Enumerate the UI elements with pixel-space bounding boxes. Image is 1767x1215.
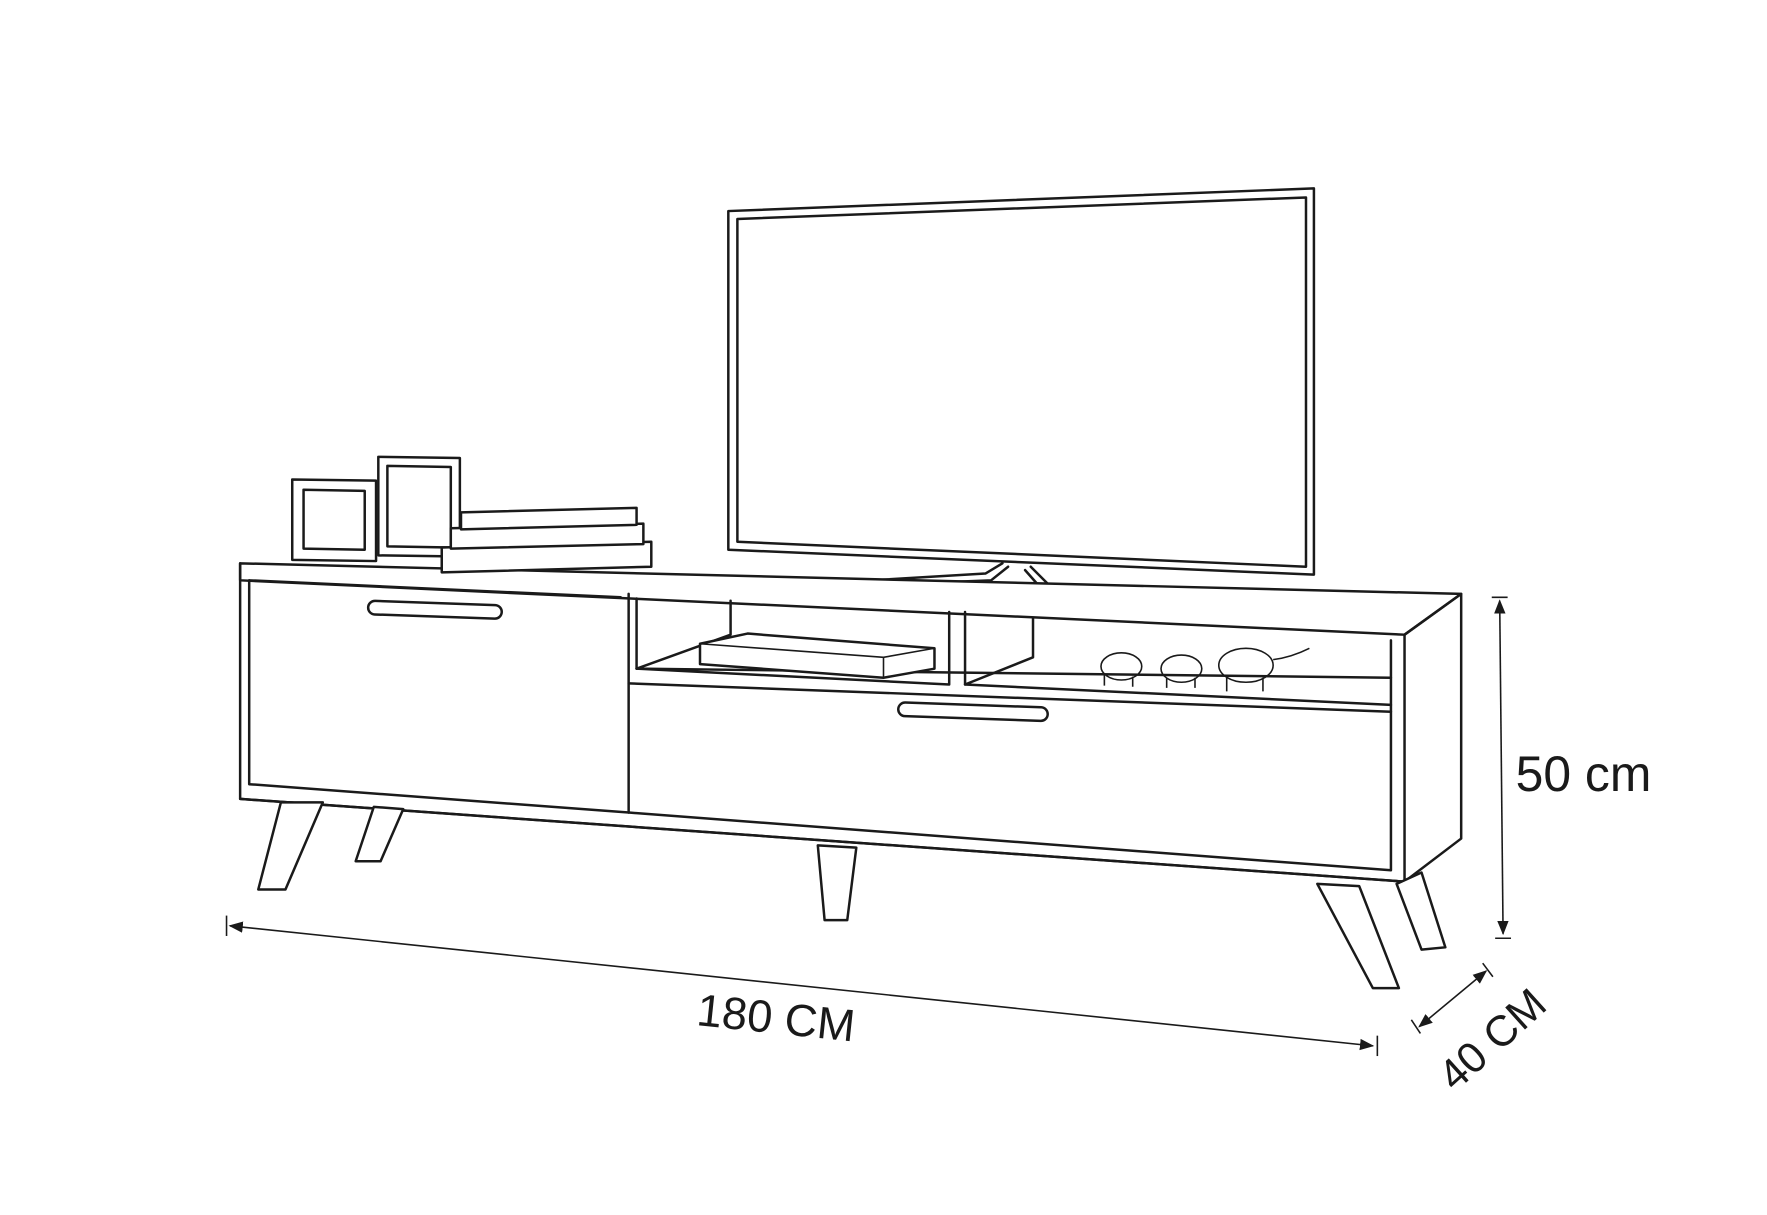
elephant-figurines xyxy=(1100,647,1310,692)
picture-frames xyxy=(290,455,462,563)
depth-label: 40 CM xyxy=(1429,980,1555,1100)
book-stack xyxy=(440,506,653,574)
width-label: 180 CM xyxy=(695,984,858,1051)
height-label: 50 cm xyxy=(1516,746,1652,802)
left-door-handle xyxy=(366,599,503,620)
height-dimension: 50 cm xyxy=(1491,596,1652,940)
cabinet xyxy=(238,562,1463,883)
television xyxy=(727,187,1316,598)
drawer-handle xyxy=(897,701,1049,723)
depth-dimension: 40 CM xyxy=(1410,962,1556,1100)
shelf-box xyxy=(698,632,936,679)
legs xyxy=(257,801,1447,990)
width-dimension: 180 CM xyxy=(225,915,1379,1057)
